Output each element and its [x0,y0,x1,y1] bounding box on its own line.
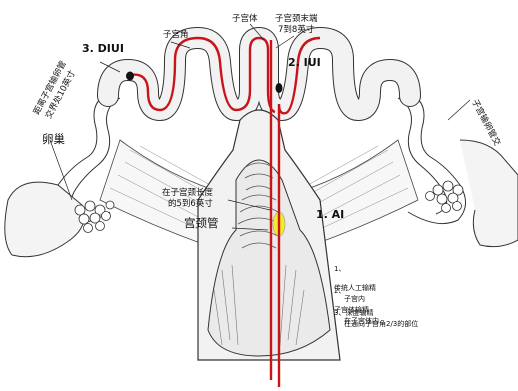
cervix-length-label-1: 在子宫颈长度 [162,188,213,198]
cervical-canal-label: 宫颈管 [184,218,219,228]
legend-num: 3、 [334,309,345,317]
diui-tip [126,72,134,81]
uterine-horn-label: 子宫角 [163,30,189,40]
ovary-right [426,181,464,213]
legend-line2: 在通向子宫角2/3的部位 [334,319,418,329]
legend-num: 1、 [334,265,345,273]
right-oviduct [398,92,518,247]
cervix-end-label-2: 7到8英寸 [278,25,314,35]
legend-item: 3、深度输精 在通向子宫角2/3的部位 [334,300,418,329]
legend-line1: 深度输精 [345,309,373,317]
ai-label: 1. AI [316,210,344,220]
iui-tip [276,83,283,93]
diui-label: 3. DIUI [82,44,124,54]
uterine-body-label: 子宫体 [232,14,258,24]
cervix-end-label-1: 子宫颈末端 [275,14,318,24]
cervix-length-label-2: 的5到6英寸 [168,199,213,209]
ovary-label: 卵巢 [42,134,65,144]
left-infundibulum [5,182,84,257]
legend-num: 2、 [334,287,345,295]
iui-label: 2. IUI [288,58,321,68]
